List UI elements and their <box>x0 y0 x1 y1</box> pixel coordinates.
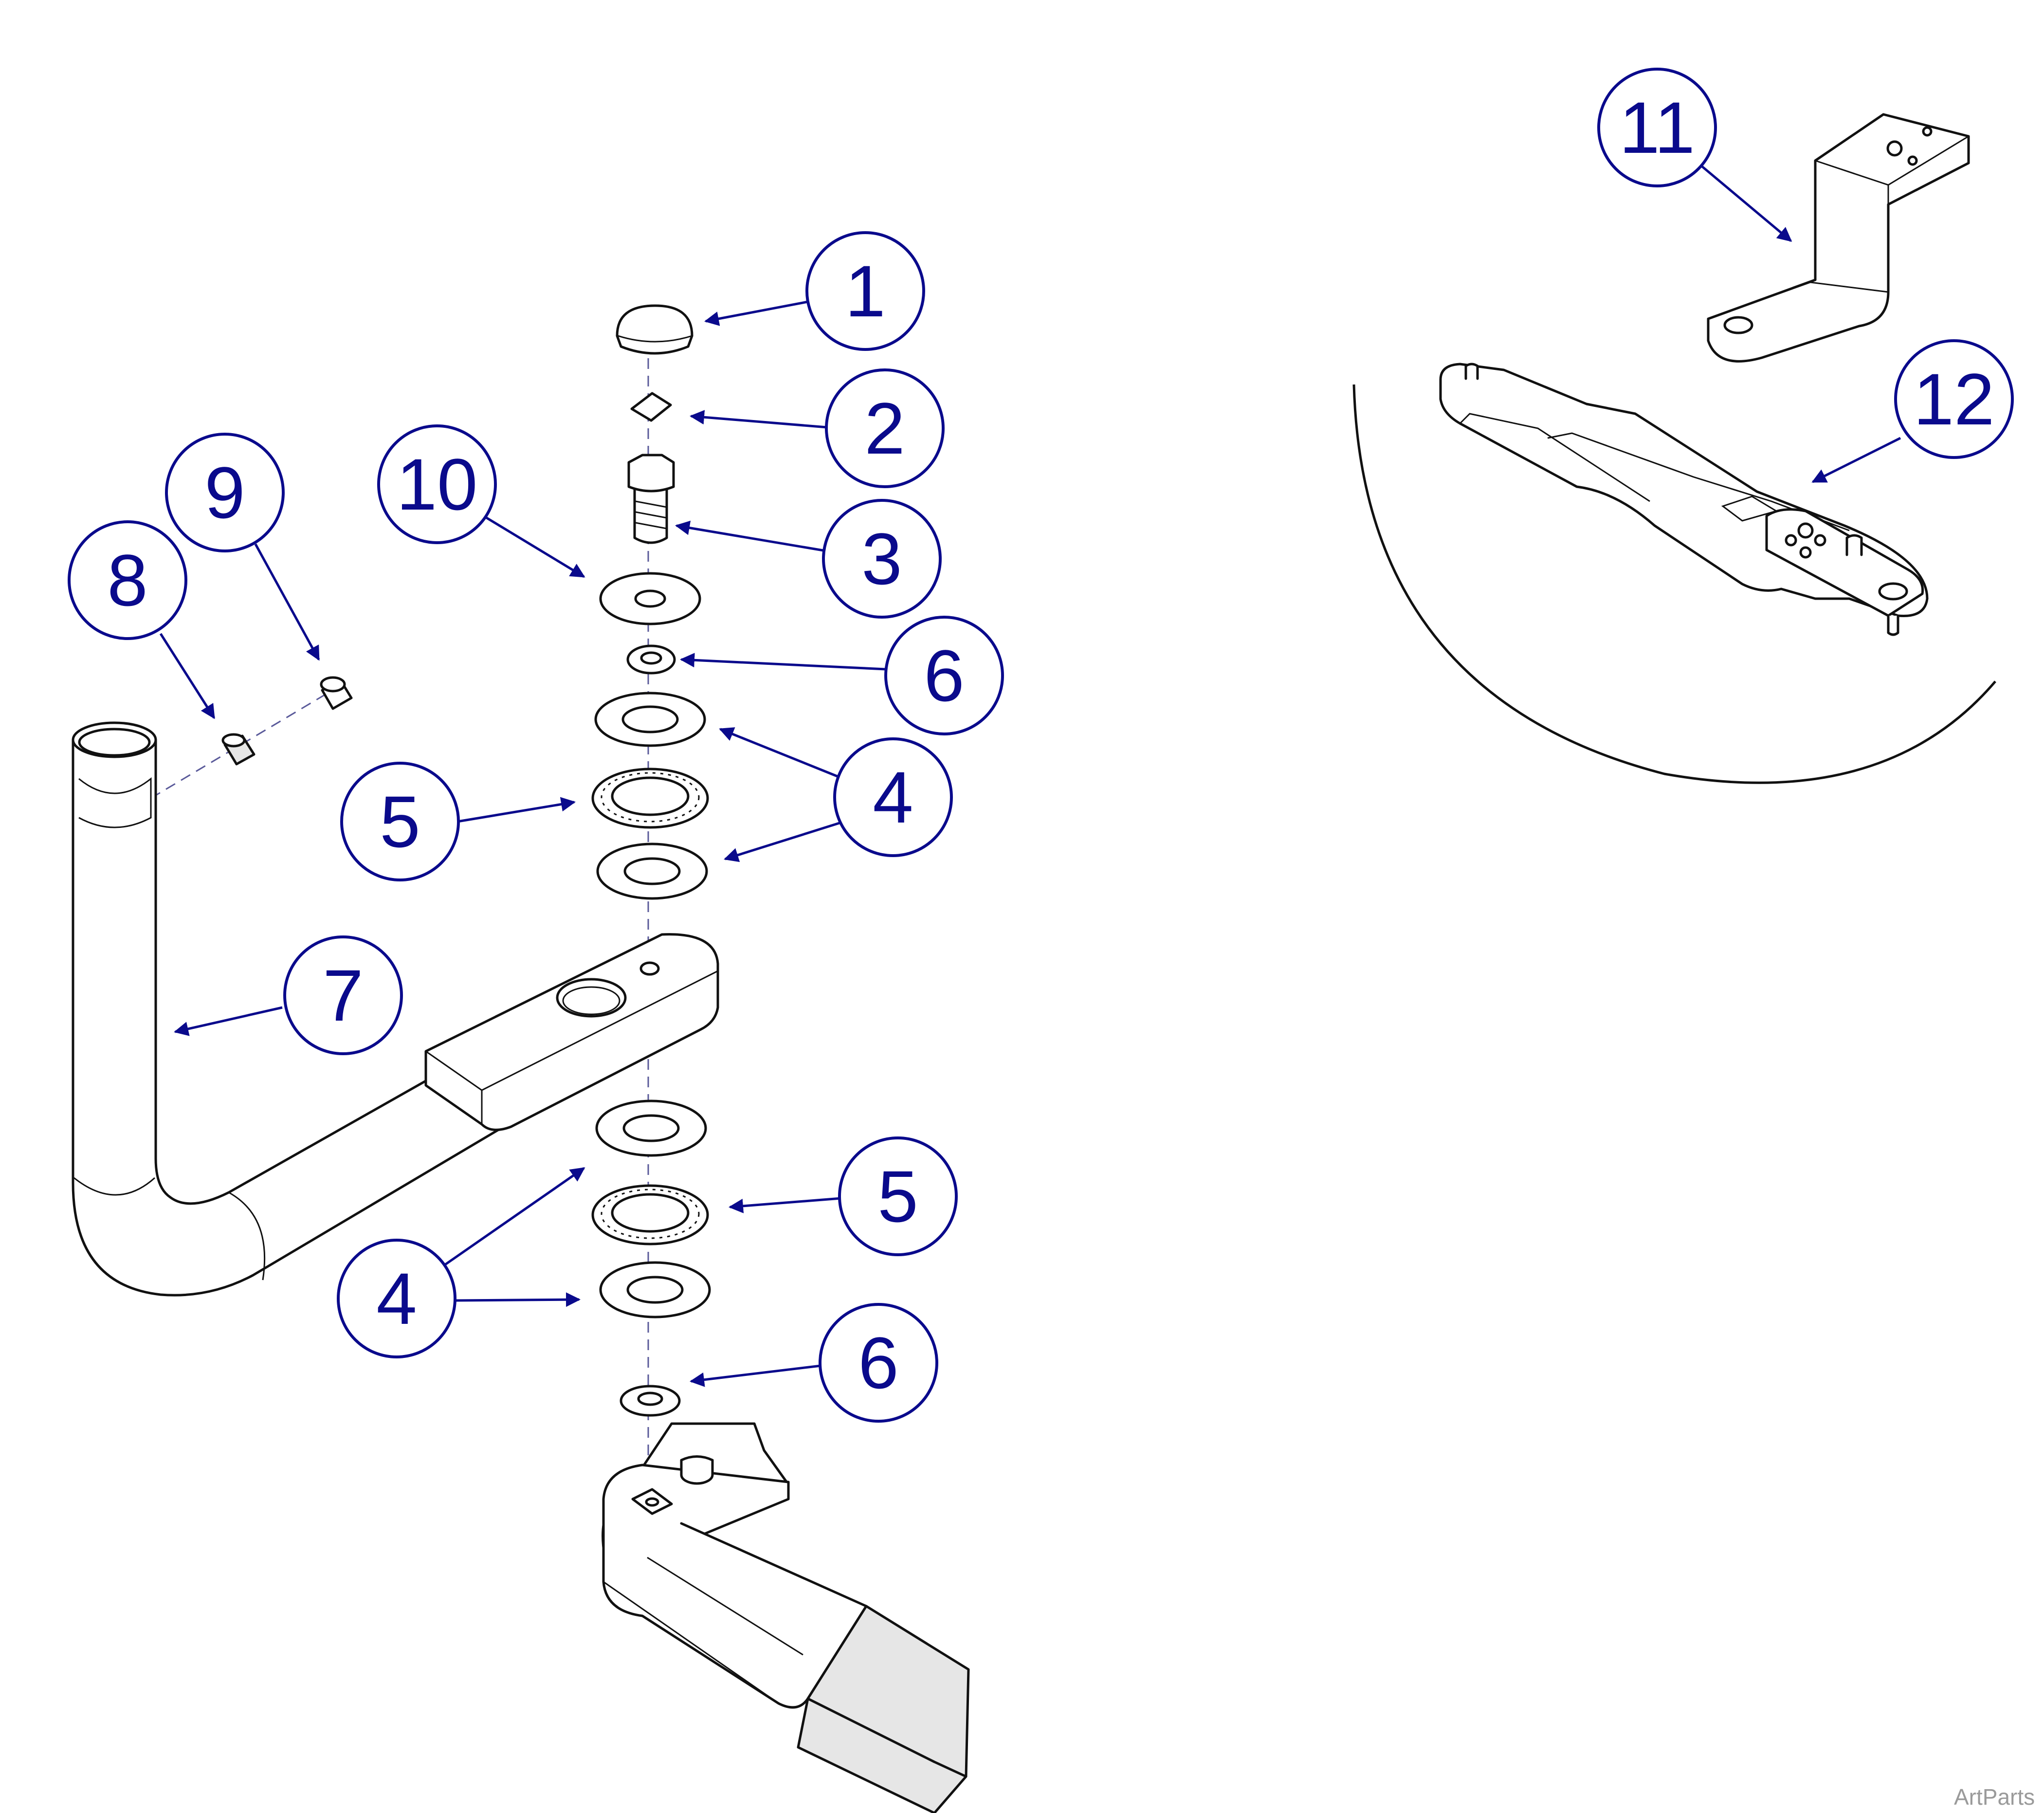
callout-label: 6 <box>858 1322 898 1404</box>
part-thrust-washer-lower-1 <box>595 1099 707 1157</box>
part-bolt <box>627 454 675 544</box>
leader-lines <box>159 165 1901 1387</box>
part-screw-9 <box>320 676 353 710</box>
part-washer-6-lower <box>620 1385 681 1417</box>
watermark-text: ArtParts <box>1954 1784 2035 1810</box>
callout-label: 4 <box>873 756 913 838</box>
part-thrust-washer-lower-2 <box>599 1261 711 1319</box>
mounting-arm-base <box>602 1422 970 1813</box>
callout-label: 1 <box>845 250 885 332</box>
callout-3: 3 <box>822 499 942 619</box>
part-arm-tube <box>72 721 719 1297</box>
callout-label: 12 <box>1914 358 1995 440</box>
callout-5-lower: 5 <box>838 1136 958 1256</box>
part-cap <box>616 304 694 355</box>
callout-label: 5 <box>877 1155 918 1237</box>
callout-label: 2 <box>864 387 905 469</box>
part-key <box>630 392 672 422</box>
callout-12: 12 <box>1894 339 2014 459</box>
part-set-screw-8 <box>221 733 256 766</box>
part-washer-10 <box>599 572 701 625</box>
callout-8: 8 <box>68 520 187 640</box>
callout-5-upper: 5 <box>340 762 460 881</box>
callout-label: 8 <box>107 539 147 621</box>
part-bracket-11 <box>1707 113 1970 363</box>
part-thrust-washer-upper-1 <box>594 692 706 747</box>
part-washer-6-upper <box>626 644 676 675</box>
callout-label: 6 <box>924 635 964 716</box>
callout-4-lower-a: 4 <box>337 1239 456 1358</box>
callout-label: 3 <box>861 518 902 600</box>
callout-label: 11 <box>1619 87 1695 168</box>
callout-1: 1 <box>805 231 925 351</box>
callout-9: 9 <box>165 433 285 552</box>
callout-label: 9 <box>204 452 245 533</box>
callout-10: 10 <box>377 424 497 544</box>
callout-6-upper: 6 <box>884 616 1004 735</box>
callout-label: 7 <box>323 954 363 1036</box>
callout-11: 11 <box>1597 68 1717 187</box>
callout-6-lower: 6 <box>819 1303 938 1423</box>
detail-view-boundary <box>1352 384 1996 784</box>
part-bearing-lower <box>591 1184 709 1245</box>
callout-label: 4 <box>376 1258 417 1339</box>
part-bearing-upper <box>591 768 709 829</box>
callout-label: 10 <box>397 443 478 525</box>
part-arm-12 <box>1439 363 1929 636</box>
callout-label: 5 <box>380 781 420 862</box>
part-thrust-washer-upper-2 <box>596 842 708 900</box>
callout-4-upper-a: 4 <box>833 737 953 857</box>
callout-7: 7 <box>283 935 403 1055</box>
callout-2: 2 <box>825 368 945 488</box>
